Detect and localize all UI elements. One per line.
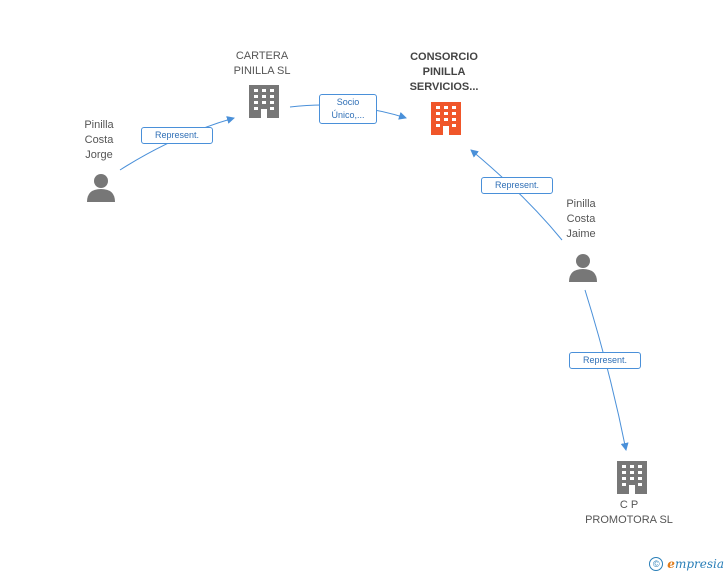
edge-jorge-cartera <box>119 116 235 171</box>
edge-jaime-consorcio <box>470 149 563 241</box>
building-icon[interactable] <box>617 461 647 494</box>
building-icon[interactable] <box>249 85 279 118</box>
brand-name: empresia <box>667 557 724 571</box>
edge-label-jaime-promotora[interactable]: Represent. <box>569 352 641 369</box>
edge-label-jorge-cartera[interactable]: Represent. <box>141 127 213 144</box>
person-icon[interactable] <box>87 174 115 202</box>
node-label-jaime[interactable]: Pinilla Costa Jaime <box>566 198 596 240</box>
node-label-promotora[interactable]: C P PROMOTORA SL <box>585 499 673 526</box>
building-icon[interactable] <box>431 102 461 135</box>
node-label-jorge[interactable]: Pinilla Costa Jorge <box>84 119 114 161</box>
copyright-icon: © <box>649 557 664 571</box>
person-icon[interactable] <box>569 254 597 282</box>
edge-label-cartera-consorcio[interactable]: Socio Único,... <box>319 94 377 124</box>
node-label-cartera[interactable]: CARTERA PINILLA SL <box>233 50 291 77</box>
empresia-watermark: © empresia <box>649 557 724 571</box>
node-label-consorcio[interactable]: CONSORCIO PINILLA SERVICIOS... <box>409 51 479 93</box>
edge-label-jaime-consorcio[interactable]: Represent. <box>481 177 553 194</box>
edge-jaime-promotora <box>584 289 629 451</box>
